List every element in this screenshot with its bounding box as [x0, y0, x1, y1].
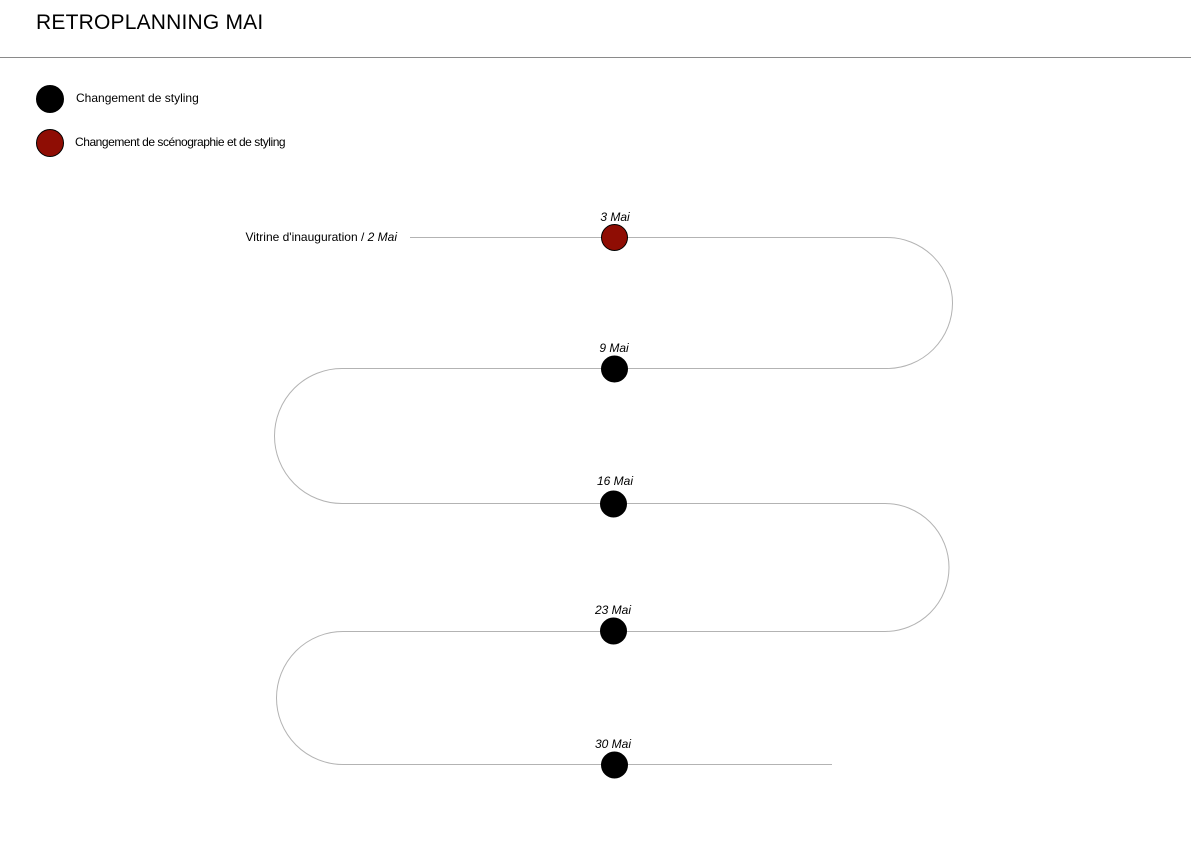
title-divider [0, 57, 1191, 58]
start-label: Vitrine d'inauguration / 2 Mai [246, 230, 398, 244]
milestone-dot [601, 355, 628, 383]
legend-label-scenography: Changement de scénographie et de styling [75, 135, 286, 149]
milestone-date: 16 Mai [597, 474, 633, 488]
milestone: 16 Mai [597, 474, 633, 518]
milestone: 30 Mai [595, 737, 631, 779]
milestone-date: 3 Mai [600, 210, 630, 224]
milestone-dot [601, 751, 628, 779]
legend-label-styling: Changement de styling [76, 91, 199, 105]
milestone: 23 Mai [594, 603, 631, 645]
milestone-date: 23 Mai [594, 603, 631, 617]
red-dot-icon [36, 129, 64, 157]
milestone-date: 30 Mai [595, 737, 631, 751]
milestone-dot [600, 617, 627, 645]
milestone-date: 9 Mai [599, 341, 629, 355]
milestone-dot [600, 490, 627, 518]
milestone: 3 Mai [600, 210, 630, 251]
black-dot-icon [36, 85, 64, 113]
milestone: 9 Mai [599, 341, 629, 383]
milestone-dot [601, 224, 628, 251]
page-title: RETROPLANNING MAI [36, 11, 264, 34]
